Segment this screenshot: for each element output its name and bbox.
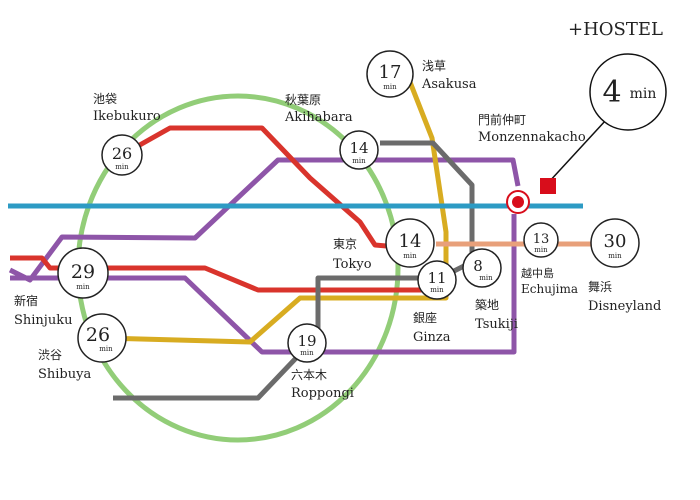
svg-text:池袋: 池袋 xyxy=(93,92,117,106)
svg-text:六本木: 六本木 xyxy=(291,368,327,382)
svg-text:門前仲町: 門前仲町 xyxy=(478,112,526,127)
station-label-tsukiji: 築地 Tsukiji xyxy=(475,297,518,332)
svg-text:min: min xyxy=(383,83,397,91)
hostel-callout-circle xyxy=(589,53,667,131)
yellow-line xyxy=(101,81,449,345)
svg-text:min: min xyxy=(99,345,113,353)
svg-text:Monzennakacho: Monzennakacho xyxy=(478,130,586,145)
svg-text:Tokyo: Tokyo xyxy=(333,257,372,272)
station-label-asakusa: 浅草 Asakusa xyxy=(421,59,477,92)
svg-text:Asakusa: Asakusa xyxy=(421,77,477,92)
station-label-ginza: 銀座 Ginza xyxy=(413,310,451,345)
svg-text:min: min xyxy=(352,157,366,165)
svg-text:19: 19 xyxy=(297,332,316,350)
svg-text:新宿: 新宿 xyxy=(14,293,38,308)
svg-text:14: 14 xyxy=(349,139,368,157)
svg-text:Echujima: Echujima xyxy=(521,282,578,296)
station-label-akihabara: 秋葉原 Akihabara xyxy=(284,93,353,125)
svg-text:30: 30 xyxy=(604,231,627,252)
svg-text:min: min xyxy=(479,274,493,282)
station-label-echujima: 越中島 Echujima xyxy=(521,266,578,296)
red-line xyxy=(10,255,428,293)
svg-text:17: 17 xyxy=(379,62,402,83)
station-badge-tsukiji: 8 min xyxy=(462,248,502,288)
red-line-north xyxy=(120,125,409,251)
svg-text:29: 29 xyxy=(71,261,95,283)
station-label-shibuya: 渋谷 Shibuya xyxy=(38,348,91,382)
svg-text:min: min xyxy=(608,252,622,260)
svg-text:min: min xyxy=(534,246,548,254)
svg-text:13: 13 xyxy=(533,232,550,247)
svg-text:Shinjuku: Shinjuku xyxy=(14,313,72,328)
svg-text:11: 11 xyxy=(427,269,446,287)
svg-text:Ginza: Ginza xyxy=(413,330,451,345)
station-badge-asakusa: 17 min xyxy=(366,50,414,98)
monzennakacho-station-dot xyxy=(512,196,524,208)
station-badge-disneyland: 30 min xyxy=(590,218,640,268)
hostel-brand-text: +HOSTEL xyxy=(568,19,663,40)
station-label-ikebukuro: 池袋 Ikebukuro xyxy=(93,92,161,124)
svg-text:26: 26 xyxy=(112,144,132,163)
svg-text:Tsukiji: Tsukiji xyxy=(475,317,518,332)
svg-text:秋葉原: 秋葉原 xyxy=(285,93,321,107)
station-label-roppongi: 六本木 Roppongi xyxy=(291,368,354,401)
svg-text:min: min xyxy=(115,163,129,171)
svg-text:8: 8 xyxy=(473,257,483,275)
svg-text:Roppongi: Roppongi xyxy=(291,386,354,401)
hostel-callout-unit: min xyxy=(630,86,657,102)
svg-text:min: min xyxy=(430,286,444,294)
hostel-callout-number: 4 xyxy=(602,75,621,110)
station-label-disneyland: 舞浜 Disneyland xyxy=(588,280,661,314)
station-badge-tokyo: 14 min xyxy=(385,218,435,268)
svg-text:築地: 築地 xyxy=(475,297,499,312)
hostel-marker xyxy=(540,178,556,194)
svg-text:Ikebukuro: Ikebukuro xyxy=(93,109,161,124)
svg-text:14: 14 xyxy=(399,231,422,252)
svg-text:26: 26 xyxy=(86,324,110,346)
svg-text:銀座: 銀座 xyxy=(413,310,437,325)
station-label-tokyo: 東京 Tokyo xyxy=(333,237,372,272)
hostel-callout-pointer xyxy=(547,119,607,184)
station-badge-shibuya: 26 min xyxy=(77,313,127,363)
station-badge-roppongi: 19 min xyxy=(287,323,327,363)
svg-text:Disneyland: Disneyland xyxy=(588,299,661,314)
svg-text:min: min xyxy=(300,349,314,357)
station-badge-ikebukuro: 26 min xyxy=(101,134,143,176)
svg-text:min: min xyxy=(403,252,417,260)
svg-text:Shibuya: Shibuya xyxy=(38,367,91,382)
svg-text:舞浜: 舞浜 xyxy=(588,280,612,294)
svg-text:min: min xyxy=(76,283,90,291)
station-badge-shinjuku: 29 min xyxy=(57,247,109,299)
station-badge-ginza: 11 min xyxy=(417,260,457,300)
svg-text:東京: 東京 xyxy=(333,237,357,251)
station-label-monzennakacho: 門前仲町 Monzennakacho xyxy=(478,112,586,145)
svg-text:浅草: 浅草 xyxy=(422,59,446,73)
svg-text:渋谷: 渋谷 xyxy=(38,348,62,362)
station-badge-echujima: 13 min xyxy=(523,222,559,258)
station-badge-akihabara: 14 min xyxy=(339,130,379,170)
purple-line-lower xyxy=(10,214,517,355)
station-label-shinjuku: 新宿 Shinjuku xyxy=(14,293,72,328)
svg-text:Akihabara: Akihabara xyxy=(284,110,353,125)
svg-text:越中島: 越中島 xyxy=(521,266,554,280)
